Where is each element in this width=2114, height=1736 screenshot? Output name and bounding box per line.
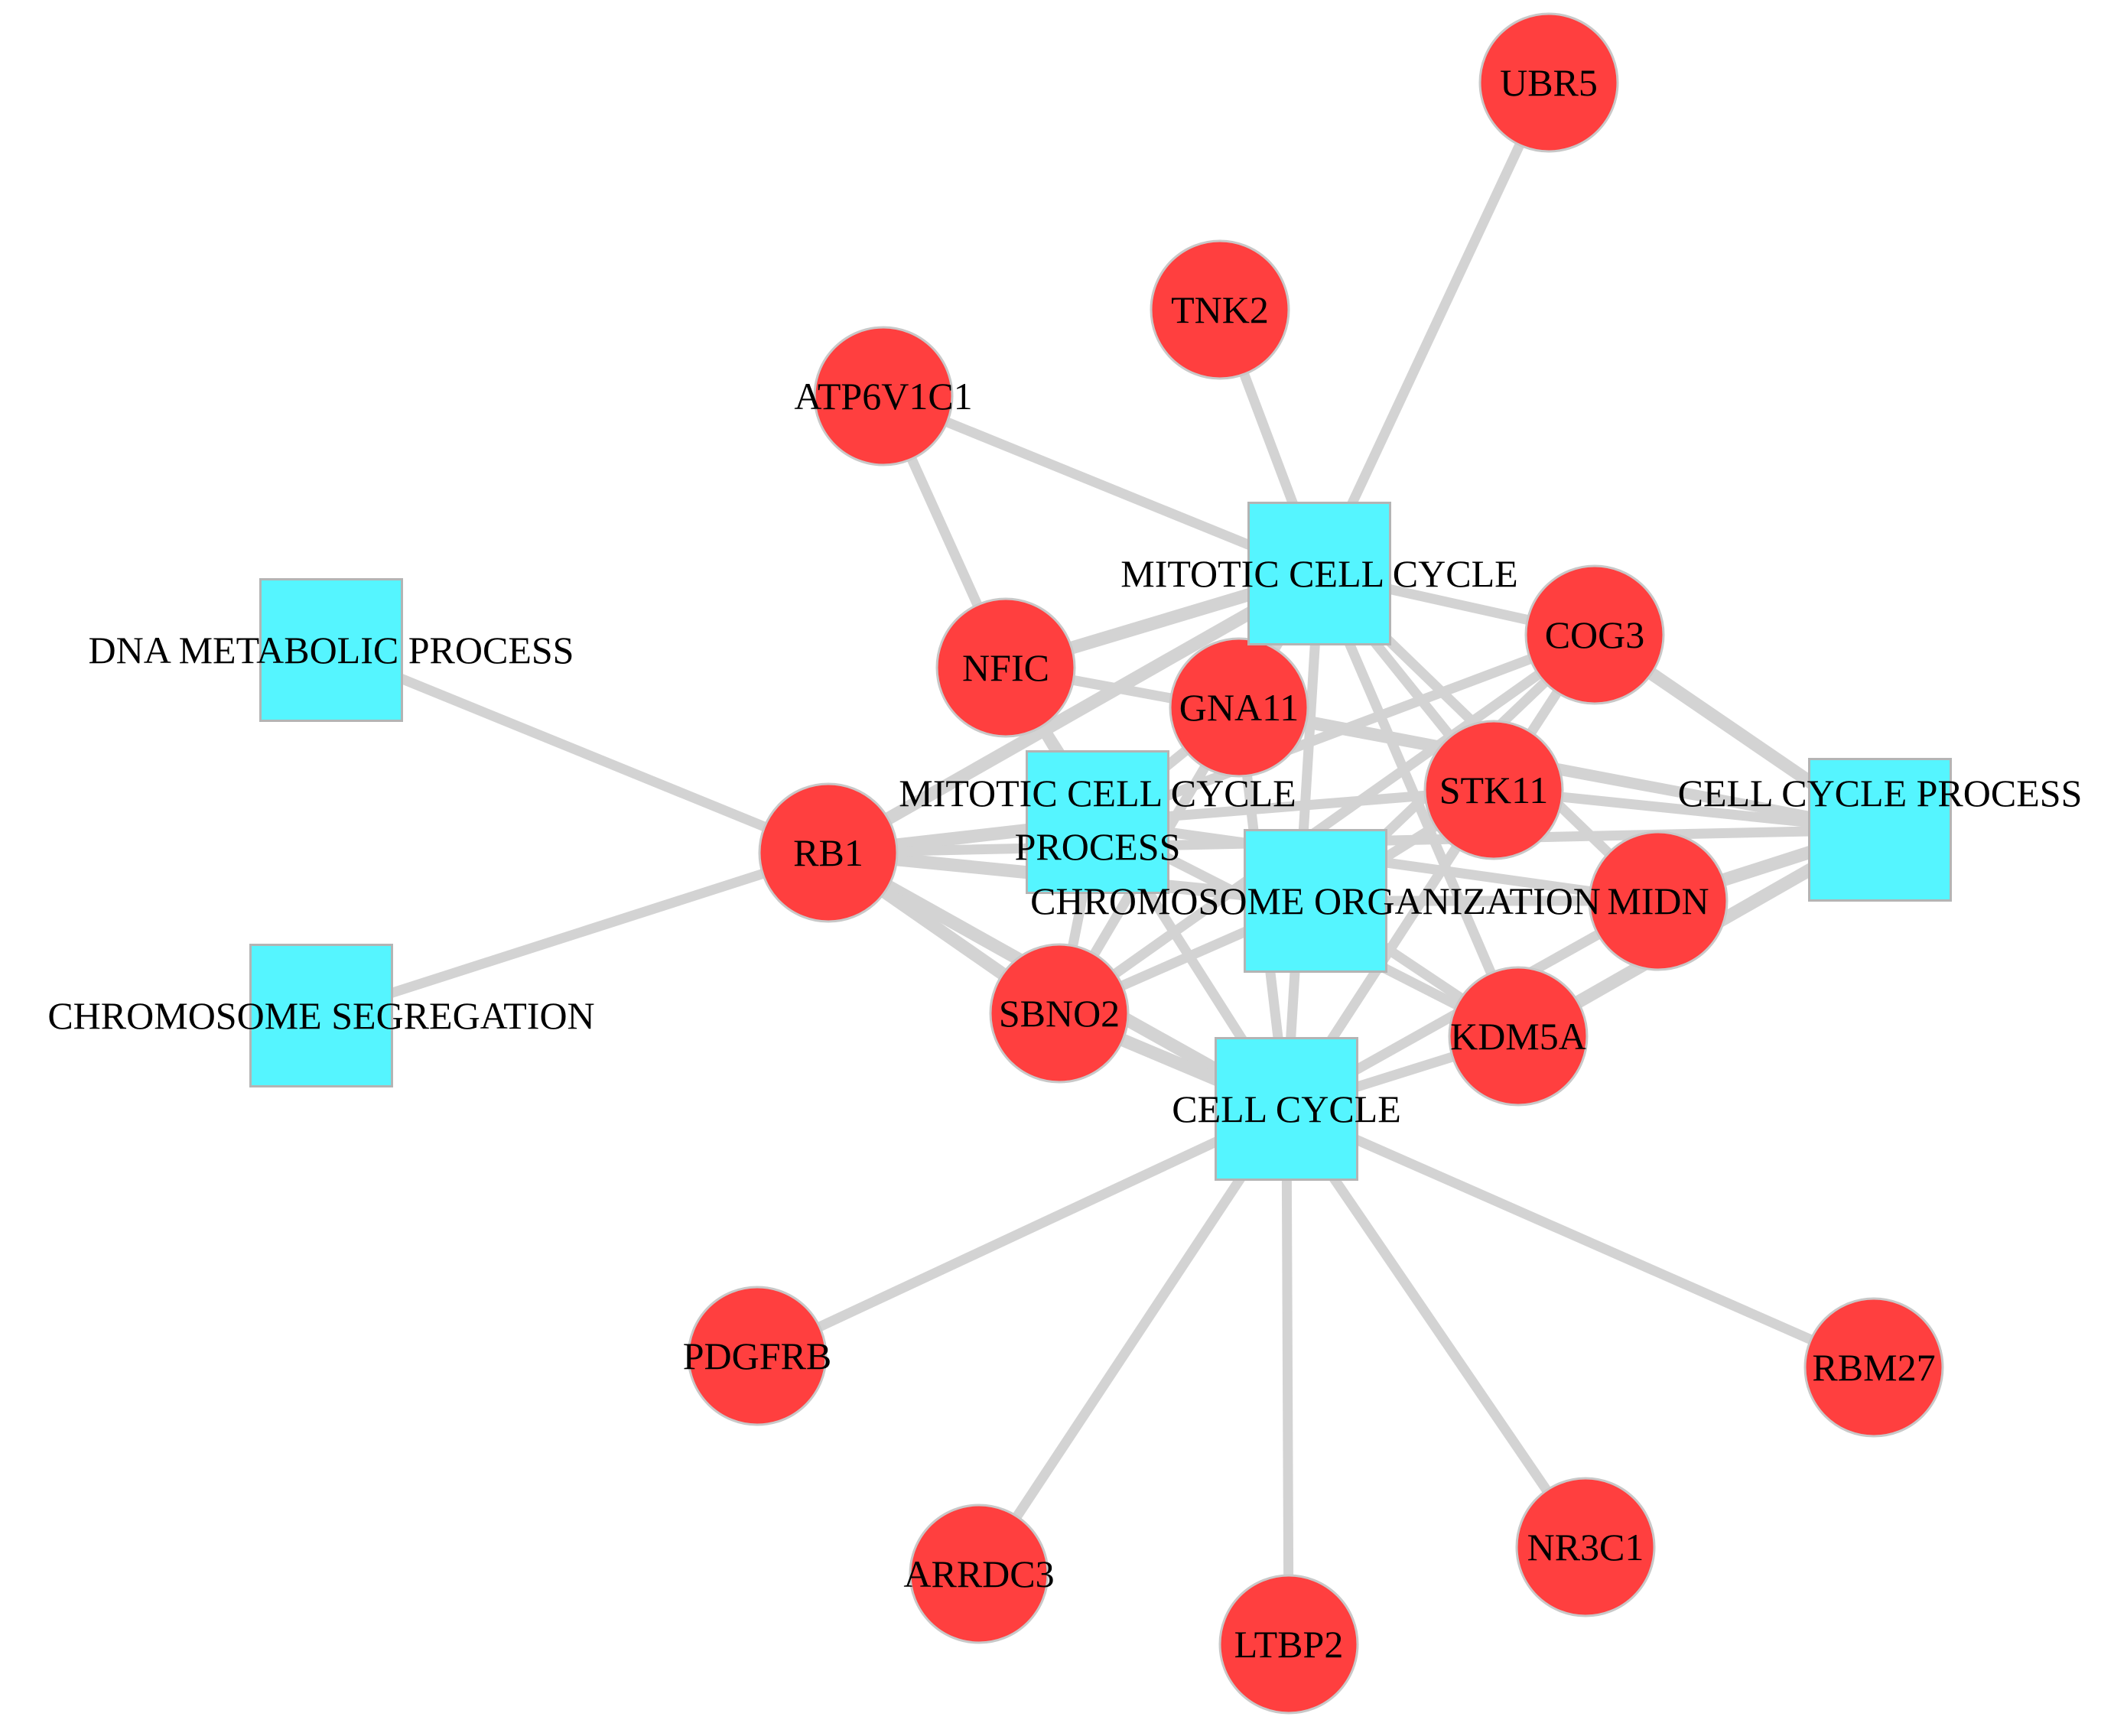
gene-circle bbox=[1803, 1297, 1944, 1438]
gene-label: NFIC bbox=[962, 646, 1049, 689]
gene-label: TNK2 bbox=[1171, 288, 1269, 331]
gene-label: UBR5 bbox=[1500, 61, 1598, 104]
gene-node-nr3c1[interactable] bbox=[1515, 1477, 1656, 1617]
gene-circle bbox=[1515, 1477, 1656, 1617]
term-label: DNA METABOLIC PROCESS bbox=[89, 629, 574, 671]
gene-node-rb1[interactable] bbox=[758, 782, 899, 923]
edge-chrseg-RB1 bbox=[316, 847, 834, 1021]
gene-node-sbno2[interactable] bbox=[989, 943, 1130, 1084]
gene-label: LTBP2 bbox=[1234, 1623, 1344, 1666]
term-node-cc[interactable] bbox=[1215, 1037, 1358, 1181]
edge-COG3-mccp bbox=[1092, 629, 1600, 827]
gene-circle bbox=[1524, 564, 1665, 705]
term-square bbox=[1808, 758, 1952, 902]
gene-node-rbm27[interactable] bbox=[1803, 1297, 1944, 1438]
edge-mcc-RB1 bbox=[821, 567, 1326, 860]
gene-node-kdm5a[interactable] bbox=[1448, 966, 1589, 1107]
gene-node-pdgfrb[interactable] bbox=[687, 1286, 828, 1426]
gene-circle bbox=[758, 782, 899, 923]
gene-label: PDGFRB bbox=[683, 1335, 832, 1377]
gene-label: STK11 bbox=[1439, 769, 1549, 811]
gene-node-ubr5[interactable] bbox=[1478, 12, 1619, 153]
gene-node-tnk2[interactable] bbox=[1150, 239, 1290, 380]
gene-circle bbox=[687, 1286, 828, 1426]
term-square bbox=[249, 944, 393, 1087]
term-square bbox=[259, 578, 403, 722]
term-square bbox=[1244, 829, 1387, 973]
gene-circle bbox=[989, 943, 1130, 1084]
gene-circle bbox=[1218, 1574, 1359, 1715]
gene-circle bbox=[935, 597, 1076, 738]
gene-node-stk11[interactable] bbox=[1423, 720, 1564, 860]
term-label: CHROMOSOME ORGANIZATION bbox=[1030, 879, 1601, 922]
term-node-dna[interactable] bbox=[259, 578, 403, 722]
term-square bbox=[1215, 1037, 1358, 1181]
term-node-chrorg[interactable] bbox=[1244, 829, 1387, 973]
gene-label: KDM5A bbox=[1450, 1015, 1586, 1058]
gene-node-ltbp2[interactable] bbox=[1218, 1574, 1359, 1715]
gene-node-cog3[interactable] bbox=[1524, 564, 1665, 705]
edge-mcc-SBNO2 bbox=[1054, 568, 1325, 1019]
edge-cc-PDGFRB bbox=[752, 1104, 1292, 1361]
edge-UBR5-mcc bbox=[1314, 77, 1554, 579]
gene-circle bbox=[1588, 831, 1729, 971]
gene-node-atp6v1c1[interactable] bbox=[813, 326, 954, 467]
gene-node-midn[interactable] bbox=[1588, 831, 1729, 971]
gene-label: NR3C1 bbox=[1527, 1526, 1644, 1569]
gene-label: ARRDC3 bbox=[903, 1552, 1054, 1595]
gene-label: SBNO2 bbox=[999, 992, 1120, 1035]
gene-label: MIDN bbox=[1607, 879, 1709, 922]
gene-circle bbox=[909, 1504, 1049, 1644]
term-label: MITOTIC CELL CYCLE bbox=[1120, 552, 1517, 595]
term-label: PROCESS bbox=[1015, 825, 1181, 868]
gene-label: GNA11 bbox=[1179, 686, 1299, 729]
gene-node-nfic[interactable] bbox=[935, 597, 1076, 738]
edge-cc-ARRDC3 bbox=[974, 1104, 1292, 1579]
term-node-chrseg[interactable] bbox=[249, 944, 393, 1087]
term-square bbox=[1026, 750, 1169, 894]
edge-cc-LTBP2 bbox=[1281, 1104, 1294, 1650]
term-node-mcc[interactable] bbox=[1247, 502, 1391, 645]
gene-circle bbox=[1150, 239, 1290, 380]
term-label: CELL CYCLE PROCESS bbox=[1678, 772, 2083, 814]
gene-circle bbox=[1169, 637, 1309, 778]
term-label: CELL CYCLE bbox=[1172, 1087, 1401, 1130]
gene-circle bbox=[1478, 12, 1619, 153]
gene-node-arrdc3[interactable] bbox=[909, 1504, 1049, 1644]
term-node-ccp[interactable] bbox=[1808, 758, 1952, 902]
gene-circle bbox=[813, 326, 954, 467]
term-node-mccp[interactable] bbox=[1026, 750, 1169, 894]
gene-label: ATP6V1C1 bbox=[794, 375, 972, 418]
gene-circle bbox=[1448, 966, 1589, 1107]
term-label: MITOTIC CELL CYCLE bbox=[899, 772, 1296, 814]
edge-ATP6V1C1-mcc bbox=[878, 391, 1325, 579]
edge-dna-RB1 bbox=[326, 645, 834, 858]
gene-label: COG3 bbox=[1545, 613, 1645, 656]
gene-circle bbox=[1423, 720, 1564, 860]
gene-node-gna11[interactable] bbox=[1169, 637, 1309, 778]
term-square bbox=[1247, 502, 1391, 645]
gene-label: RB1 bbox=[793, 831, 863, 874]
edge-cc-NR3C1 bbox=[1281, 1104, 1591, 1552]
edge-COG3-SBNO2 bbox=[1054, 629, 1600, 1019]
gene-label: RBM27 bbox=[1812, 1346, 1935, 1389]
term-label: CHROMOSOME SEGREGATION bbox=[47, 994, 594, 1037]
edge-cc-RBM27 bbox=[1281, 1104, 1879, 1373]
